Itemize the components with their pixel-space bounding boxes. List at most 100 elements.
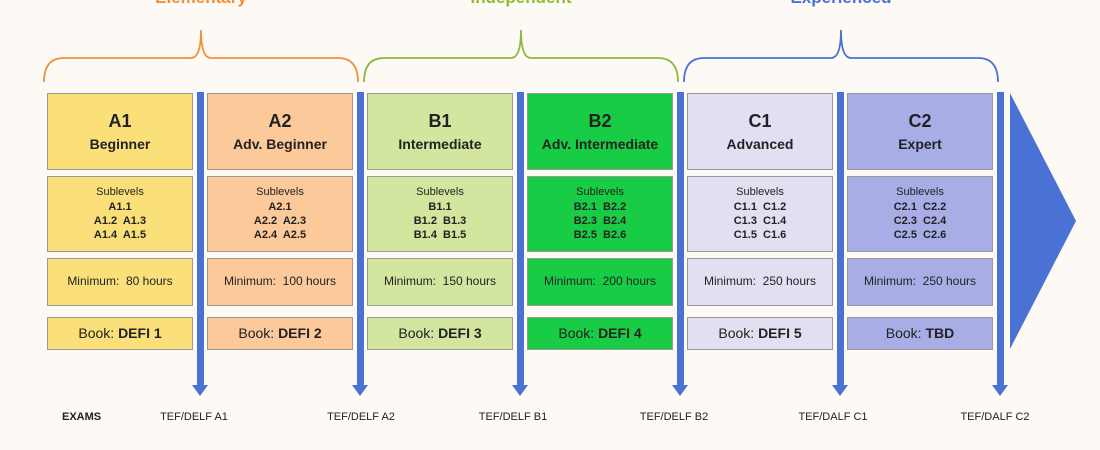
exam-arrow-shaft bbox=[517, 92, 524, 385]
level-name: Adv. Intermediate bbox=[541, 136, 659, 153]
sublevel-line: B2.1 B2.2 bbox=[573, 200, 627, 213]
hours-box-c2: Minimum: 250 hours bbox=[847, 258, 993, 306]
level-code: B1 bbox=[428, 110, 452, 131]
exam-label: TEF/DALF C1 bbox=[798, 411, 868, 423]
book-prefix: Book: bbox=[718, 325, 755, 342]
exam-arrow-shaft bbox=[197, 92, 204, 385]
book-title: DEFI 3 bbox=[438, 325, 482, 342]
minimum-hours: Minimum: 80 hours bbox=[67, 274, 173, 289]
brace-independent bbox=[363, 29, 679, 83]
book-prefix: Book: bbox=[238, 325, 275, 342]
book-label: Book: DEFI 2 bbox=[238, 324, 321, 342]
sublevel-line: C2.3 C2.4 bbox=[893, 215, 947, 227]
level-code: A1 bbox=[108, 110, 132, 131]
sublevel-line: C2.1 C2.2 bbox=[893, 200, 947, 213]
exam-arrow-head bbox=[832, 385, 848, 396]
hours-box-a2: Minimum: 100 hours bbox=[207, 258, 353, 306]
sublevel-line: C1.3 C1.4 bbox=[733, 215, 787, 227]
book-title: DEFI 4 bbox=[598, 325, 642, 342]
group-title-experienced: Experienced bbox=[790, 0, 891, 8]
group-braces bbox=[43, 29, 999, 83]
book-label: Book: DEFI 3 bbox=[398, 324, 481, 342]
sublevels-label: Sublevels bbox=[736, 186, 784, 199]
minimum-hours: Minimum: 250 hours bbox=[703, 274, 817, 289]
level-name: Expert bbox=[898, 136, 942, 153]
level-name: Adv. Beginner bbox=[233, 136, 327, 153]
exam-arrow-head bbox=[352, 385, 368, 396]
exam-label: TEF/DELF A2 bbox=[327, 411, 395, 423]
sublevel-line: A1.4 A1.5 bbox=[93, 229, 147, 242]
book-title: DEFI 1 bbox=[118, 325, 162, 342]
exam-arrow-shaft bbox=[357, 92, 364, 385]
exam-label: TEF/DELF B2 bbox=[639, 411, 709, 423]
sublevels-label: Sublevels bbox=[896, 186, 944, 199]
book-box-b1: Book: DEFI 3 bbox=[367, 317, 513, 350]
level-code: B2 bbox=[588, 110, 612, 131]
exams-label: EXAMS bbox=[62, 411, 102, 423]
progression-chevron-icon bbox=[1010, 93, 1076, 349]
sublevel-line: C2.5 C2.6 bbox=[893, 229, 947, 242]
minimum-hours: Minimum: 150 hours bbox=[383, 274, 497, 289]
book-prefix: Book: bbox=[78, 325, 115, 342]
minimum-hours: Minimum: 250 hours bbox=[863, 274, 977, 289]
brace-experienced bbox=[683, 29, 999, 83]
book-title: DEFI 2 bbox=[278, 325, 322, 342]
book-label: Book: DEFI 5 bbox=[718, 324, 801, 342]
minimum-hours: Minimum: 100 hours bbox=[223, 274, 337, 289]
level-code: C1 bbox=[748, 110, 772, 131]
exam-label: TEF/DELF A1 bbox=[160, 411, 228, 423]
exam-arrow-head bbox=[992, 385, 1008, 396]
exam-arrow-head bbox=[512, 385, 528, 396]
book-title: DEFI 5 bbox=[758, 325, 802, 342]
book-title: TBD bbox=[925, 325, 955, 342]
sublevels-label: Sublevels bbox=[416, 186, 464, 199]
book-box-a1: Book: DEFI 1 bbox=[47, 317, 193, 350]
exam-label: TEF/DALF C2 bbox=[960, 411, 1030, 423]
group-title-independent: Independent bbox=[470, 0, 571, 8]
exam-arrow-shaft bbox=[677, 92, 684, 385]
book-box-a2: Book: DEFI 2 bbox=[207, 317, 353, 350]
minimum-hours: Minimum: 200 hours bbox=[543, 274, 657, 289]
hours-box-b2: Minimum: 200 hours bbox=[527, 258, 673, 306]
sublevels-label: Sublevels bbox=[256, 186, 304, 199]
level-code: C2 bbox=[908, 110, 932, 131]
level-name: Intermediate bbox=[398, 136, 482, 153]
sublevel-line: A2.4 A2.5 bbox=[253, 229, 307, 242]
book-box-b2: Book: DEFI 4 bbox=[527, 317, 673, 350]
sublevels-label: Sublevels bbox=[576, 186, 624, 199]
sublevel-line: B2.3 B2.4 bbox=[573, 215, 627, 227]
sublevel-line: A2.2 A2.3 bbox=[253, 215, 307, 227]
book-box-c2: Book: TBD bbox=[847, 317, 993, 350]
exam-arrow-head bbox=[672, 385, 688, 396]
book-prefix: Book: bbox=[885, 325, 922, 342]
exam-arrow-head bbox=[192, 385, 208, 396]
hours-box-a1: Minimum: 80 hours bbox=[47, 258, 193, 306]
hours-box-c1: Minimum: 250 hours bbox=[687, 258, 833, 306]
sublevel-line: A1.1 bbox=[108, 200, 132, 213]
book-prefix: Book: bbox=[558, 325, 595, 342]
sublevel-line: B1.1 bbox=[428, 200, 452, 213]
level-code: A2 bbox=[268, 110, 292, 131]
book-box-c1: Book: DEFI 5 bbox=[687, 317, 833, 350]
book-label: Book: DEFI 1 bbox=[78, 324, 161, 342]
brace-elementary bbox=[43, 29, 359, 83]
group-title-elementary: Elementary bbox=[155, 0, 247, 8]
book-label: Book: DEFI 4 bbox=[558, 324, 641, 342]
level-name: Beginner bbox=[89, 136, 151, 153]
sublevel-line: B2.5 B2.6 bbox=[573, 229, 627, 242]
sublevel-line: C1.1 C1.2 bbox=[733, 200, 787, 213]
sublevel-line: B1.4 B1.5 bbox=[413, 229, 467, 242]
book-prefix: Book: bbox=[398, 325, 435, 342]
sublevel-line: C1.5 C1.6 bbox=[733, 229, 787, 242]
exam-arrow-shaft bbox=[997, 92, 1004, 385]
exam-arrow-shaft bbox=[837, 92, 844, 385]
